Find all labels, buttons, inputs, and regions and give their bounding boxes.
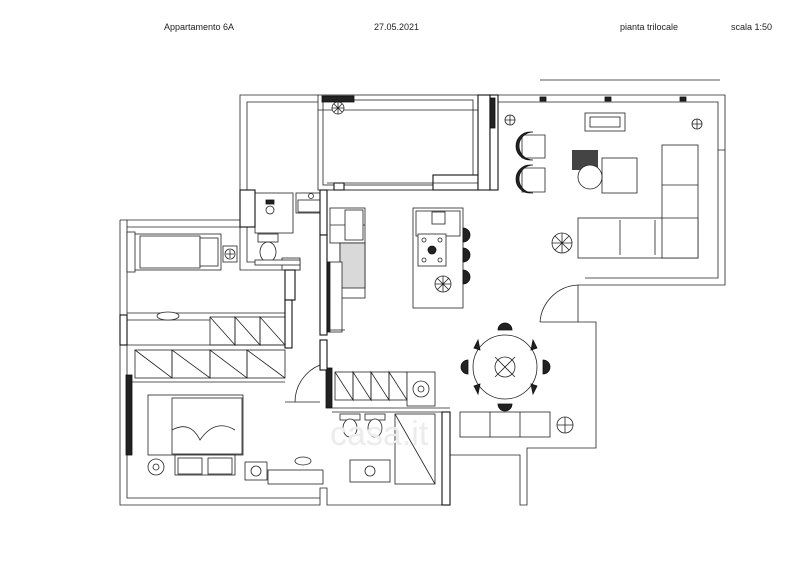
corridor [325, 207, 366, 333]
plant-icon [331, 101, 345, 115]
plant-icon [551, 232, 573, 254]
interior-walls [239, 182, 490, 371]
living-room [489, 79, 720, 323]
plan-type: pianta trilocale [620, 22, 679, 32]
plan-date: 27.05.2021 [374, 22, 420, 32]
plant-icon [556, 416, 574, 434]
bedroom-2 [119, 227, 301, 347]
cooktop-icon [421, 237, 443, 263]
plan-title: Appartamento 6A [164, 22, 235, 32]
dining-area [459, 322, 574, 438]
kitchen-island [412, 207, 471, 309]
master-bedroom [125, 344, 324, 485]
plant-icon [434, 275, 452, 293]
bathroom-2 [325, 367, 451, 506]
plan-scale: scala 1:50 [731, 22, 773, 32]
terrace [317, 94, 491, 191]
bathroom-1 [254, 189, 328, 266]
watermark: casa.it [330, 415, 429, 453]
